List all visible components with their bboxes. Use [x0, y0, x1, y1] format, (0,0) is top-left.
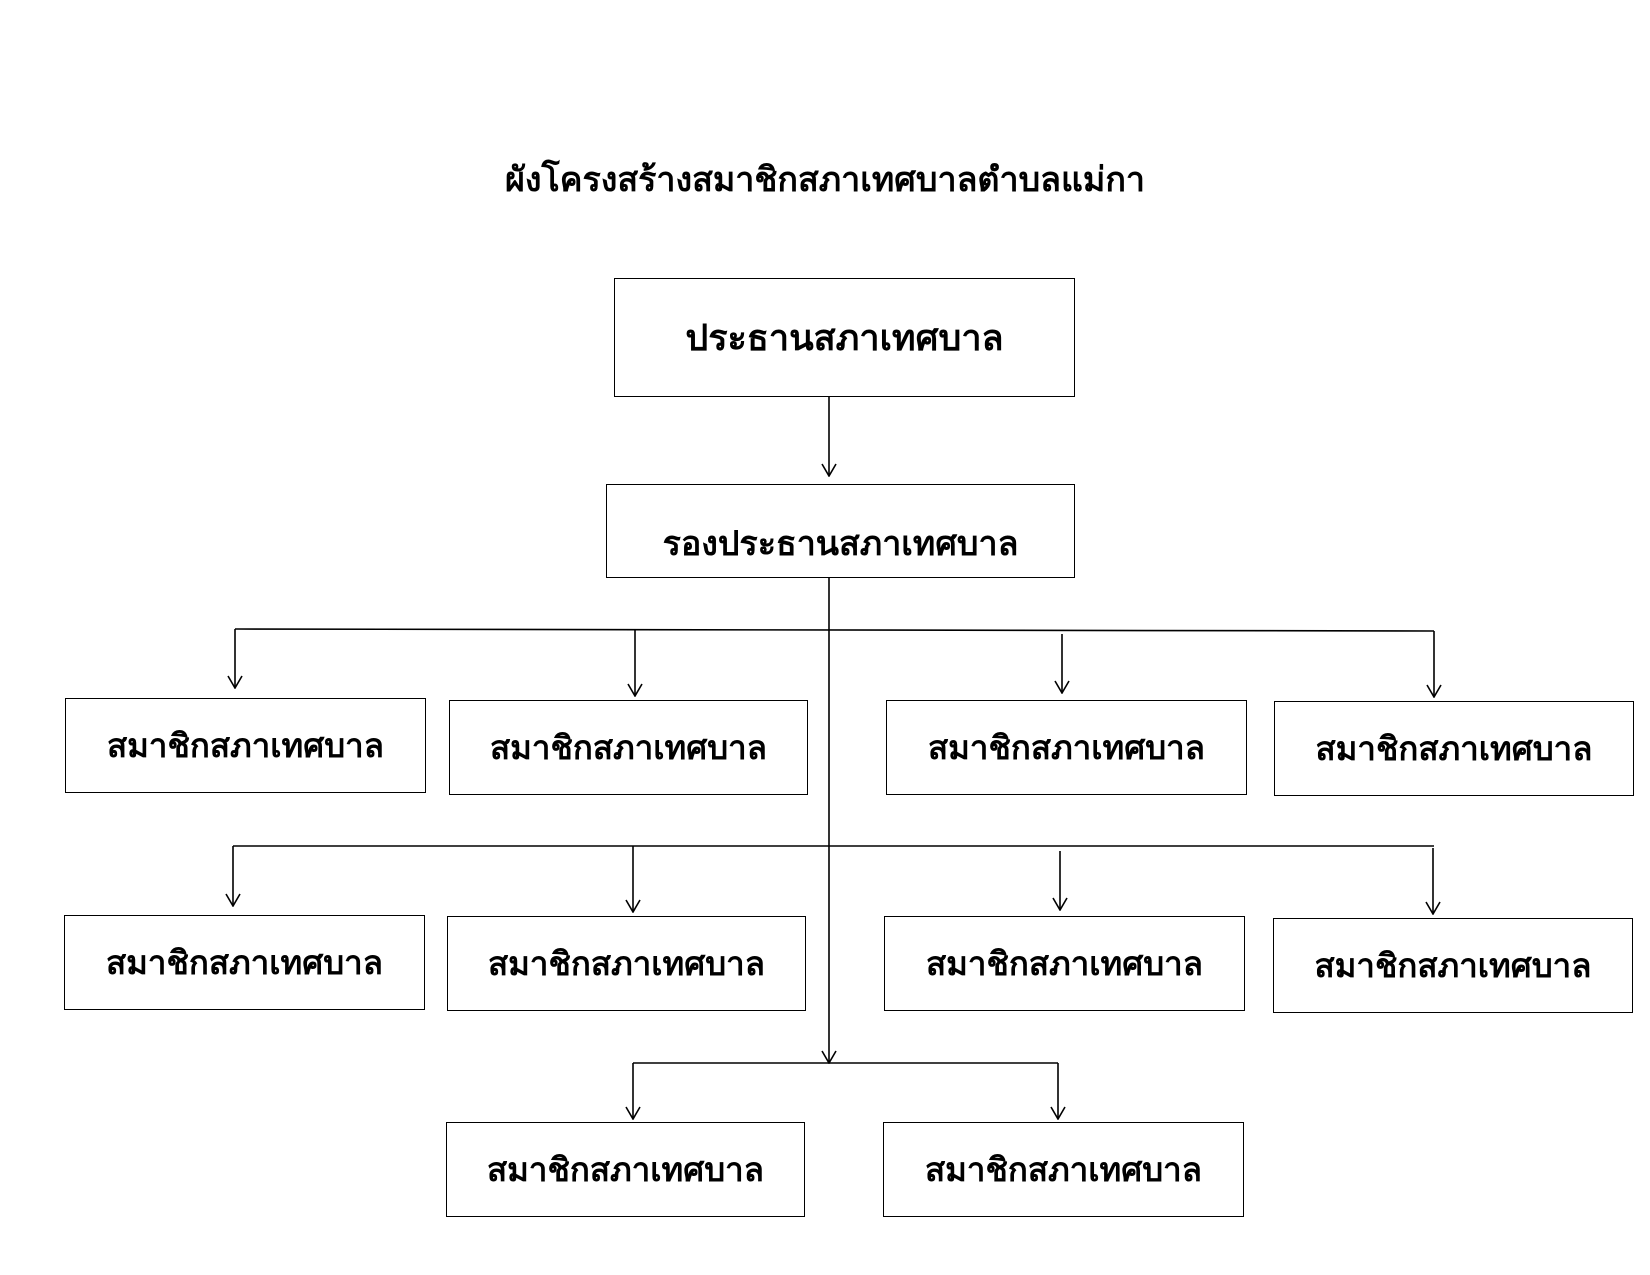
member-box-1: สมาชิกสภาเทศบาล — [65, 698, 426, 793]
member-label: สมาชิกสภาเทศบาล — [928, 728, 1205, 767]
chairman-label: ประธานสภาเทศบาล — [685, 318, 1004, 359]
member-label: สมาชิกสภาเทศบาล — [490, 728, 767, 767]
member-label: สมาชิกสภาเทศบาล — [107, 726, 384, 765]
page-title: ผังโครงสร้างสมาชิกสภาเทศบาลตำบลแม่กา — [505, 160, 1145, 200]
member-box-8: สมาชิกสภาเทศบาล — [1273, 918, 1633, 1013]
connector-row1-bus — [234, 628, 1435, 632]
member-label: สมาชิกสภาเทศบาล — [925, 1150, 1202, 1189]
member-box-5: สมาชิกสภาเทศบาล — [64, 915, 425, 1010]
member-label: สมาชิกสภาเทศบาล — [1315, 729, 1593, 768]
member-box-6: สมาชิกสภาเทศบาล — [447, 916, 806, 1011]
member-label: สมาชิกสภาเทศบาล — [926, 944, 1203, 983]
member-label: สมาชิกสภาเทศบาล — [488, 944, 765, 983]
member-box-3: สมาชิกสภาเทศบาล — [886, 700, 1247, 795]
member-box-10: สมาชิกสภาเทศบาล — [883, 1122, 1244, 1217]
member-label: สมาชิกสภาเทศบาล — [1314, 946, 1592, 985]
member-label: สมาชิกสภาเทศบาล — [487, 1150, 764, 1189]
member-box-4: สมาชิกสภาเทศบาล — [1274, 701, 1634, 796]
member-label: สมาชิกสภาเทศบาล — [106, 943, 383, 982]
vice-chairman-box: รองประธานสภาเทศบาล — [606, 484, 1075, 578]
member-box-7: สมาชิกสภาเทศบาล — [884, 916, 1245, 1011]
chairman-box: ประธานสภาเทศบาล — [614, 278, 1075, 397]
vice-chairman-label: รองประธานสภาเทศบาล — [662, 524, 1019, 564]
member-box-2: สมาชิกสภาเทศบาล — [449, 700, 808, 795]
member-box-9: สมาชิกสภาเทศบาล — [446, 1122, 805, 1217]
